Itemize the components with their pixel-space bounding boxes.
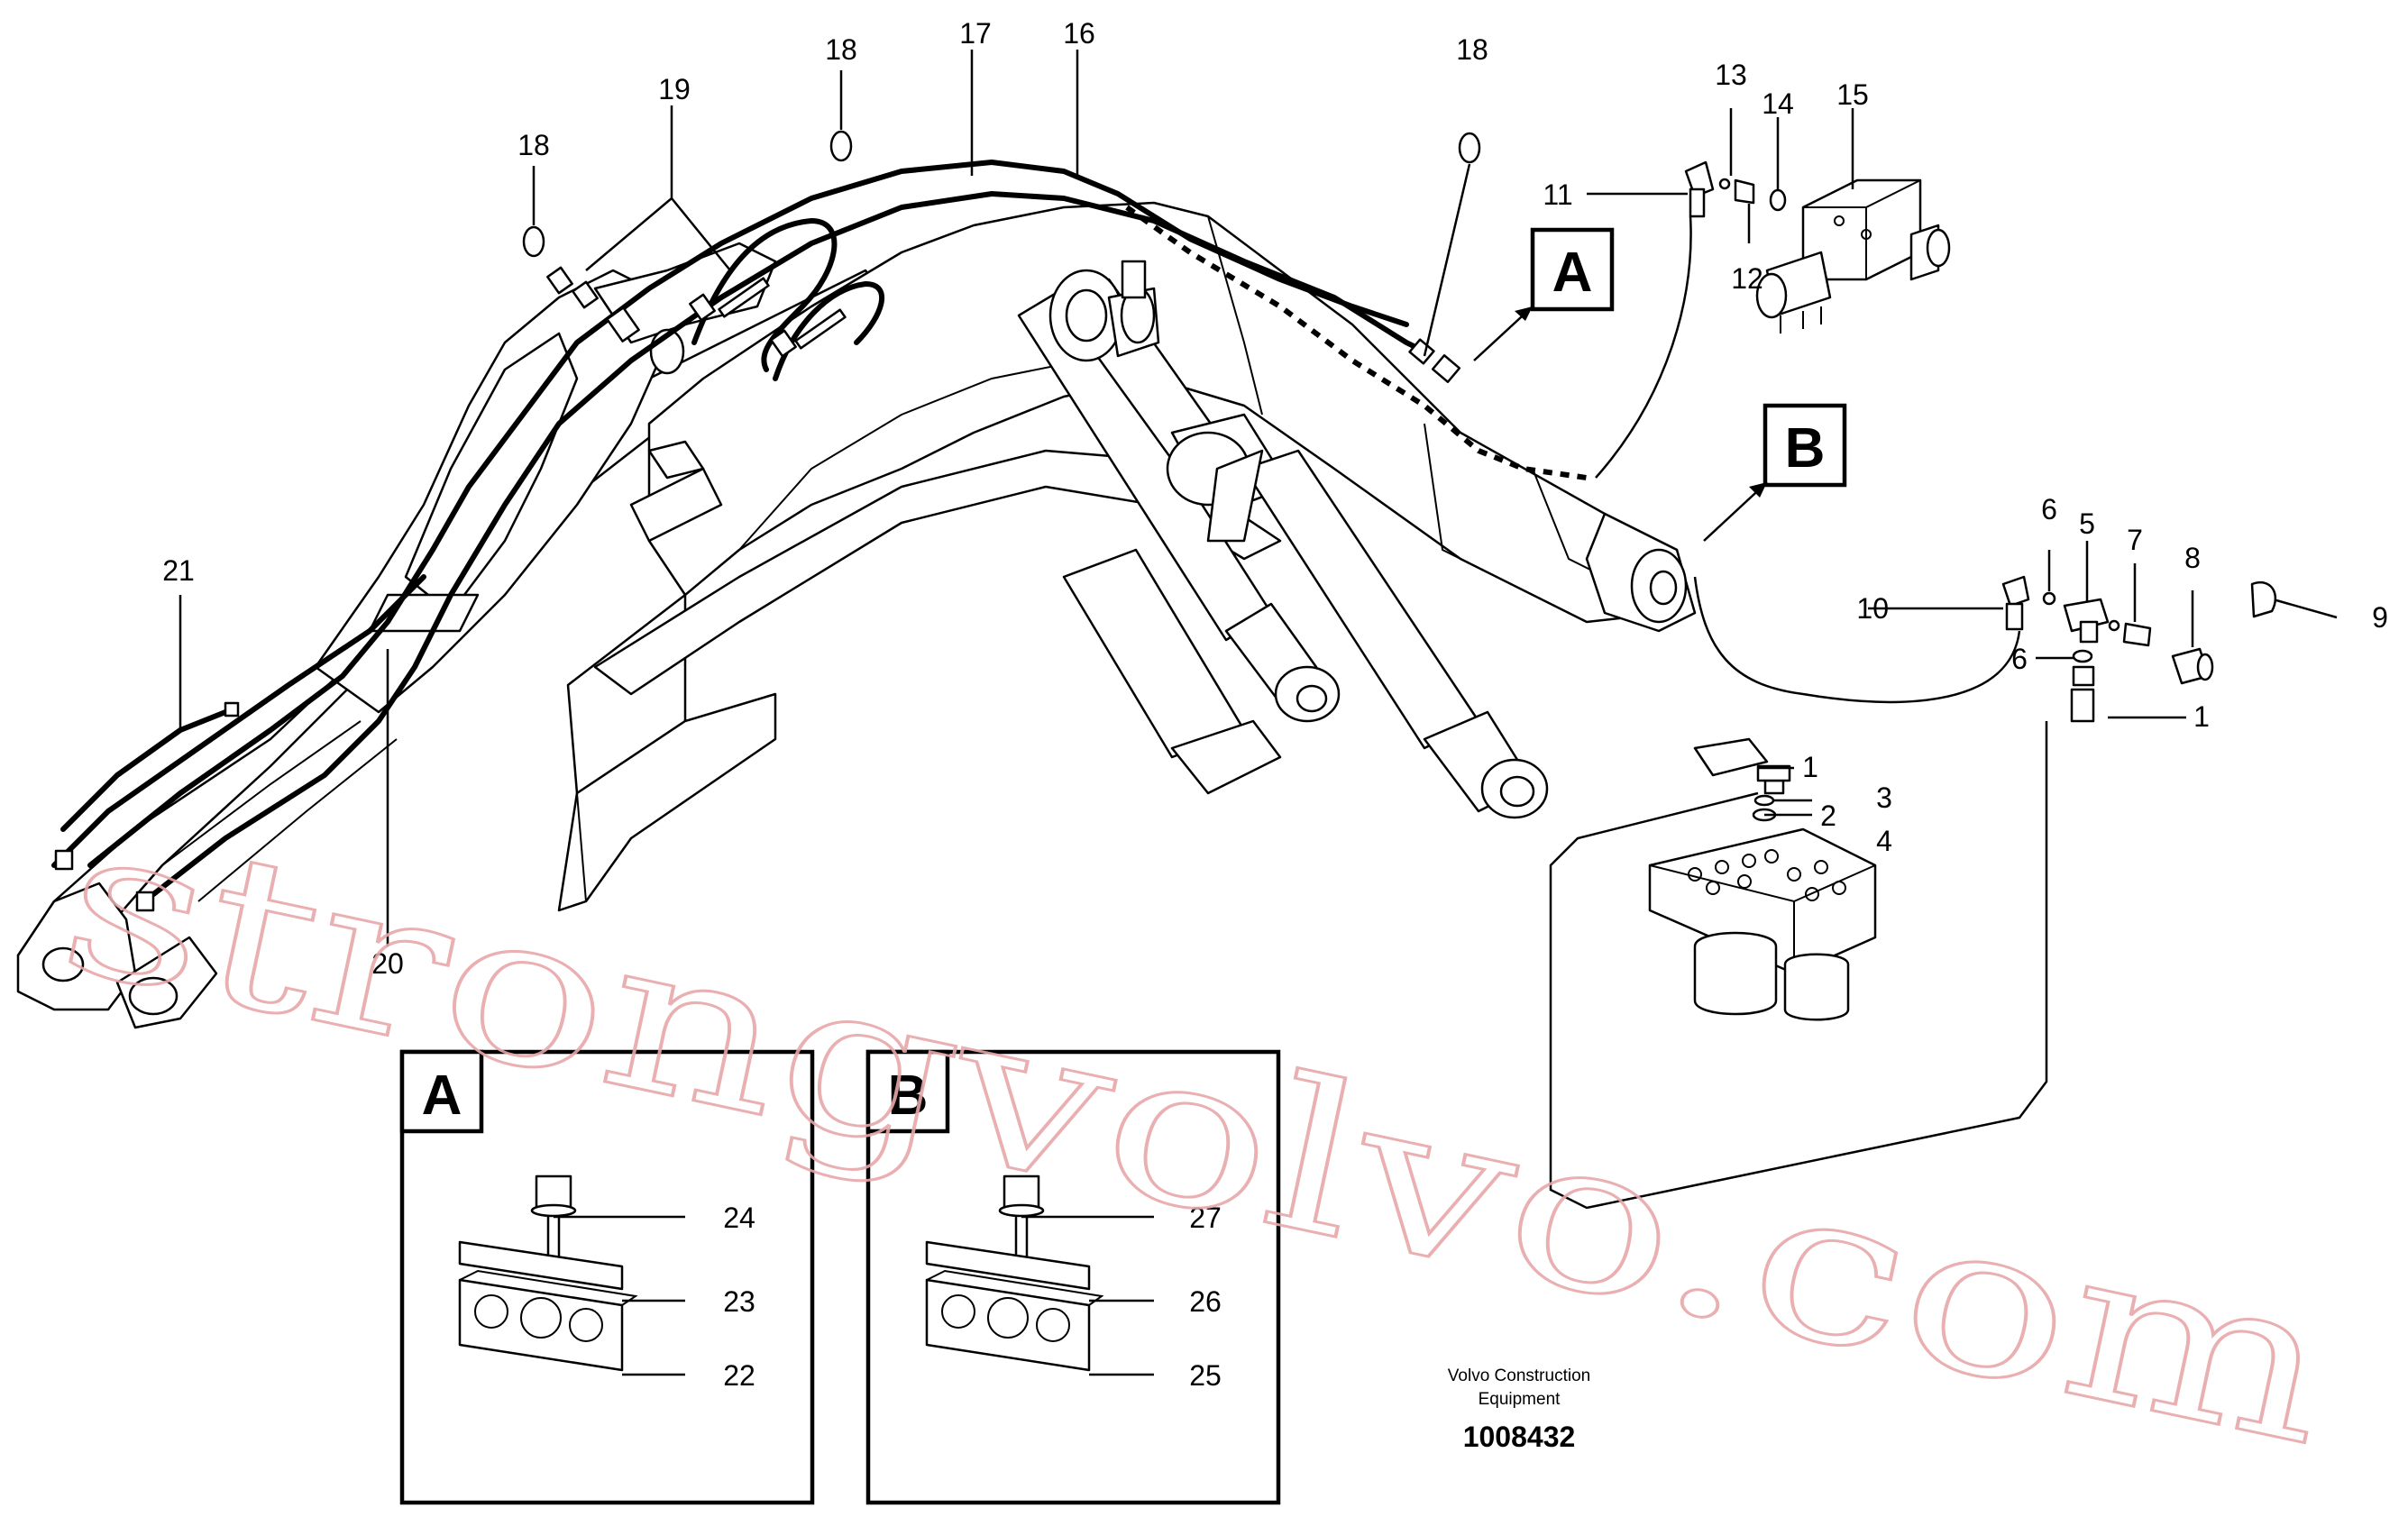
hose-21 bbox=[60, 709, 228, 832]
hose-line-B bbox=[1693, 576, 2021, 704]
hose-line-11 bbox=[1595, 215, 1692, 479]
callout-20: 20 bbox=[371, 947, 404, 980]
callout-11: 11 bbox=[1543, 178, 1572, 211]
callout-3: 3 bbox=[1876, 781, 1892, 814]
valve-block-15 bbox=[1755, 178, 1951, 334]
callout-6-lower: 6 bbox=[2011, 643, 2028, 675]
callout-26: 26 bbox=[1189, 1285, 1222, 1318]
company-name-line1: Volvo Construction bbox=[1448, 1366, 1590, 1385]
fittings-5-to-10 bbox=[2001, 575, 2277, 723]
callout-22: 22 bbox=[723, 1359, 755, 1392]
company-name-line2: Equipment bbox=[1479, 1390, 1561, 1409]
callout-9: 9 bbox=[2372, 601, 2388, 634]
callout-1-center: 1 bbox=[1802, 751, 1818, 783]
callout-17: 17 bbox=[959, 17, 992, 50]
o-ring-18-left bbox=[522, 225, 545, 258]
boom-nose-pivot bbox=[1585, 512, 1697, 633]
callout-14: 14 bbox=[1762, 87, 1794, 120]
callout-10: 10 bbox=[1856, 592, 1889, 625]
detail-view-A-frame: A bbox=[399, 1049, 815, 1505]
callout-1-right: 1 bbox=[2193, 700, 2210, 733]
fittings-11-to-14 bbox=[1684, 160, 1787, 218]
svg-text:B: B bbox=[1785, 417, 1826, 480]
callout-23: 23 bbox=[723, 1285, 755, 1318]
callout-numbers: 18 19 18 17 16 18 13 14 15 11 12 6 5 7 8… bbox=[162, 17, 2388, 1392]
boom-fittings bbox=[54, 266, 1461, 912]
distributor-block bbox=[1648, 737, 1877, 1021]
callout-7: 7 bbox=[2127, 524, 2143, 556]
callout-13: 13 bbox=[1715, 59, 1747, 91]
leader-lines bbox=[179, 50, 2338, 1376]
callout-6-upper: 6 bbox=[2041, 493, 2057, 525]
hose-16 bbox=[142, 191, 1427, 904]
callout-5: 5 bbox=[2079, 507, 2095, 540]
callout-19: 19 bbox=[658, 73, 691, 105]
callout-25: 25 bbox=[1189, 1359, 1222, 1392]
detail-view-A-label: A bbox=[422, 1065, 462, 1127]
callout-18-left: 18 bbox=[517, 129, 550, 161]
o-ring-18-middle bbox=[829, 130, 853, 162]
callout-16: 16 bbox=[1063, 17, 1095, 50]
callout-4: 4 bbox=[1876, 825, 1892, 857]
reference-marker-B: B bbox=[1703, 403, 1847, 542]
boom-cylinder bbox=[1166, 413, 1549, 819]
callout-18-right: 18 bbox=[1456, 33, 1488, 66]
detail-view-B-label: B bbox=[888, 1065, 929, 1127]
callout-21: 21 bbox=[162, 554, 195, 587]
hose-20 bbox=[51, 574, 426, 868]
callout-27: 27 bbox=[1189, 1202, 1222, 1234]
hose-19-loops bbox=[691, 218, 884, 381]
title-block: Volvo Construction Equipment 1008432 bbox=[1448, 1366, 1590, 1453]
svg-text:A: A bbox=[1552, 242, 1593, 304]
drawing-number: 1008432 bbox=[1463, 1421, 1576, 1453]
callout-2: 2 bbox=[1820, 800, 1836, 832]
cylinder-top-mount bbox=[1048, 260, 1160, 362]
hose-line-1 bbox=[1549, 721, 2048, 1210]
detail-view-B-frame: B bbox=[865, 1049, 1281, 1505]
callout-8: 8 bbox=[2184, 542, 2201, 574]
o-ring-18-right bbox=[1458, 132, 1481, 164]
reference-marker-A: A bbox=[1473, 227, 1615, 361]
hose-dashed-underside bbox=[1125, 205, 1588, 480]
callout-18-middle: 18 bbox=[825, 33, 857, 66]
callout-12: 12 bbox=[1731, 262, 1763, 295]
callout-15: 15 bbox=[1836, 78, 1869, 111]
callout-24: 24 bbox=[723, 1202, 755, 1234]
